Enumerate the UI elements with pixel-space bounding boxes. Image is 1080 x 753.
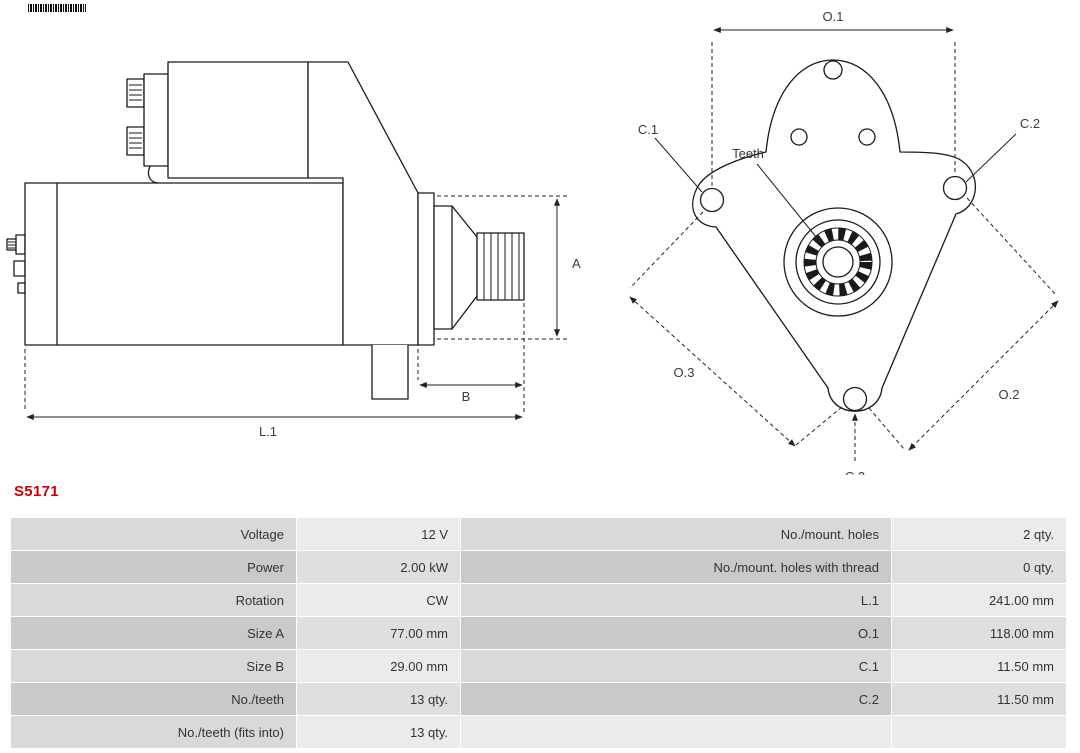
spec-value-cell: 2.00 kW <box>297 551 460 583</box>
spec-label-cell: Power <box>11 551 296 583</box>
spec-value-cell: 12 V <box>297 518 460 550</box>
hole-top <box>823 60 843 80</box>
spec-label-cell: No./teeth (fits into) <box>11 716 296 748</box>
spec-label-cell: C.2 <box>461 683 891 715</box>
spec-value-cell: 11.50 mm <box>892 683 1066 715</box>
hole-c3 <box>842 386 868 412</box>
spec-label-cell: No./teeth <box>11 683 296 715</box>
teeth-label: Teeth <box>732 146 764 161</box>
spec-value-cell: CW <box>297 584 460 616</box>
spec-value-cell: 13 qty. <box>297 716 460 748</box>
spec-value-cell: 11.50 mm <box>892 650 1066 682</box>
barcode <box>28 4 86 12</box>
spec-table-row: No./teeth (fits into)13 qty. <box>11 716 1066 748</box>
spec-label-cell: Size A <box>11 617 296 649</box>
front-view-dimensions <box>629 26 1059 461</box>
spec-value-cell: 29.00 mm <box>297 650 460 682</box>
hole-c2 <box>942 175 968 201</box>
dim-label-c1: C.1 <box>638 122 658 137</box>
spec-value-cell: 13 qty. <box>297 683 460 715</box>
spec-label-cell: Rotation <box>11 584 296 616</box>
spline-teeth <box>804 228 872 296</box>
spec-value-cell <box>892 716 1066 748</box>
spec-label-cell: C.1 <box>461 650 891 682</box>
dim-label-o3: O.3 <box>674 365 695 380</box>
side-view <box>6 61 525 400</box>
spec-label-cell: L.1 <box>461 584 891 616</box>
spec-value-cell: 2 qty. <box>892 518 1066 550</box>
dim-label-c3: C.3 <box>845 469 865 475</box>
front-view <box>692 59 977 412</box>
spec-label-cell: No./mount. holes <box>461 518 891 550</box>
dim-label-o2: O.2 <box>999 387 1020 402</box>
dim-label-c2: C.2 <box>1020 116 1040 131</box>
spec-value-cell: 118.00 mm <box>892 617 1066 649</box>
dim-label-a: A <box>572 256 581 271</box>
dim-label-l1: L.1 <box>259 424 277 439</box>
dim-label-b: B <box>462 389 471 404</box>
spec-label-cell: Voltage <box>11 518 296 550</box>
technical-drawing: A B L.1 <box>6 9 1059 484</box>
spec-value-cell: 77.00 mm <box>297 617 460 649</box>
spec-value-cell: 0 qty. <box>892 551 1066 583</box>
starter-motor-diagram: A B L.1 <box>6 9 1059 484</box>
spec-label-cell: No./mount. holes with thread <box>461 551 891 583</box>
hole-c1 <box>699 187 725 213</box>
spec-label-cell: O.1 <box>461 617 891 649</box>
side-view-dimensions <box>24 195 567 421</box>
spec-label-cell <box>461 716 891 748</box>
part-number: S5171 <box>14 483 59 500</box>
dim-label-o1: O.1 <box>823 9 844 24</box>
spec-value-cell: 241.00 mm <box>892 584 1066 616</box>
spec-label-cell: Size B <box>11 650 296 682</box>
